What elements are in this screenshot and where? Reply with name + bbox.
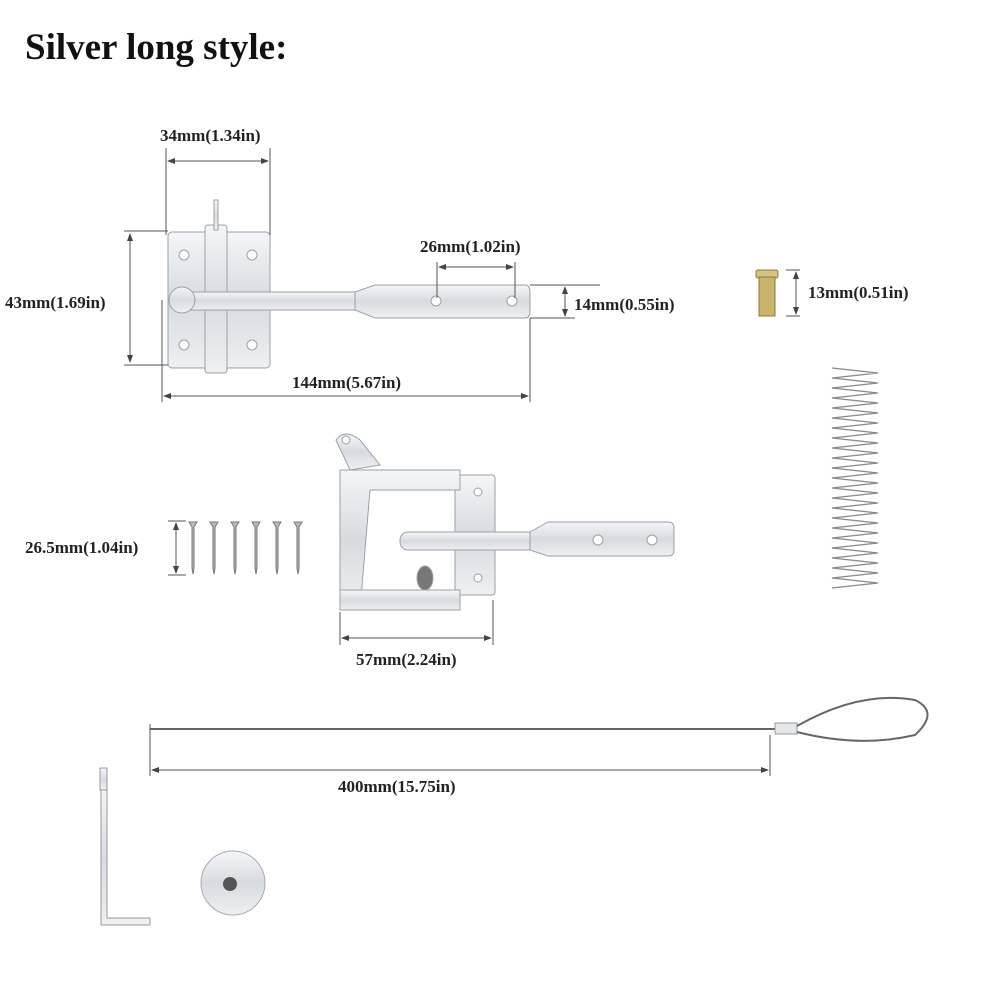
- spring: [831, 367, 879, 589]
- gate-latch-catch: [335, 433, 675, 611]
- screw: [188, 521, 198, 575]
- allen-key: [99, 767, 151, 926]
- page-title: Silver long style:: [25, 27, 288, 68]
- dim-latch-length: 144mm(5.67in): [292, 373, 402, 392]
- screw: [293, 521, 303, 575]
- dimension-lines-catch: [339, 600, 494, 645]
- dim-pin-height: 13mm(0.51in): [808, 283, 909, 302]
- screw: [209, 521, 219, 575]
- dim-screw-length: 26.5mm(1.04in): [25, 538, 139, 557]
- screw: [230, 521, 240, 575]
- dim-latch-height: 43mm(1.69in): [5, 293, 106, 312]
- pull-cable: [149, 696, 929, 776]
- dim-latch-width: 34mm(1.34in): [160, 126, 261, 145]
- dim-hole-spacing: 26mm(1.02in): [420, 237, 521, 256]
- washer: [200, 850, 266, 916]
- gate-latch-bolt: [167, 199, 531, 374]
- brass-pin: [755, 269, 800, 317]
- dim-cable-length: 400mm(15.75in): [338, 777, 456, 796]
- screws: [188, 521, 303, 575]
- dim-bar-width: 14mm(0.55in): [574, 295, 675, 314]
- screw: [272, 521, 282, 575]
- screw: [251, 521, 261, 575]
- dim-catch-width: 57mm(2.24in): [356, 650, 457, 669]
- dimension-lines-latch: [124, 148, 600, 402]
